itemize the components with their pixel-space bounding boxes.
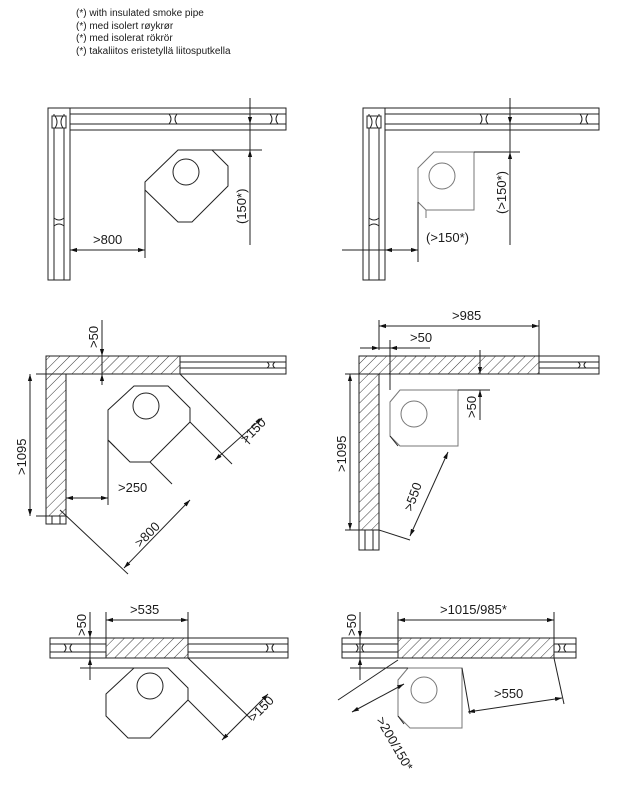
walls bbox=[358, 355, 600, 551]
d2-side-label: (>150*) bbox=[426, 230, 469, 245]
note-norwegian: (*) med isolert røykrør bbox=[76, 20, 174, 32]
note-english: (*) with insulated smoke pipe bbox=[76, 8, 204, 19]
d3-diag-small-label: >150 bbox=[238, 415, 269, 446]
diagram-5 bbox=[49, 612, 289, 741]
stove bbox=[105, 667, 189, 739]
d4-height-label: >1095 bbox=[334, 435, 349, 472]
corner-walls bbox=[47, 107, 287, 281]
corner-walls bbox=[362, 107, 600, 281]
d4-top-label: >50 bbox=[410, 330, 432, 345]
stove bbox=[417, 151, 475, 218]
d6-top-label: >50 bbox=[344, 614, 359, 636]
dimension-lines bbox=[80, 612, 269, 741]
walls bbox=[45, 355, 287, 525]
dimension-lines bbox=[70, 98, 262, 258]
d4-back-label: >50 bbox=[464, 396, 479, 418]
dimension-lines bbox=[345, 320, 540, 541]
note-swedish: (*) med isolerat rökrör bbox=[76, 33, 173, 44]
d3-side-label: >250 bbox=[118, 480, 147, 495]
diagram-4 bbox=[345, 320, 600, 551]
d6-width-label: >1015/985* bbox=[440, 602, 507, 617]
diagram-6 bbox=[337, 612, 577, 729]
dimension-lines bbox=[27, 320, 263, 575]
d3-top-label: >50 bbox=[86, 326, 101, 348]
dimension-lines bbox=[342, 98, 520, 262]
stove bbox=[397, 667, 463, 729]
note-finnish: (*) takaliitos eristetyllä liitosputkell… bbox=[76, 45, 231, 57]
notes: (*) with insulated smoke pipe (*) med is… bbox=[76, 8, 231, 58]
d6-diag-label: >550 bbox=[494, 686, 523, 701]
d3-diag-large-label: >800 bbox=[132, 519, 163, 550]
d5-diag-label: >150 bbox=[246, 693, 277, 724]
d2-back-label: (>150*) bbox=[494, 171, 509, 214]
diagram-2 bbox=[342, 98, 600, 281]
dimension-lines bbox=[337, 612, 565, 725]
stove bbox=[144, 149, 229, 223]
d3-height-label: >1095 bbox=[14, 438, 29, 475]
d4-diag-label: >550 bbox=[401, 480, 425, 513]
diagram-3 bbox=[27, 320, 287, 575]
d1-side-label: >800 bbox=[93, 232, 122, 247]
d4-width-label: >985 bbox=[452, 308, 481, 323]
stove bbox=[389, 389, 459, 447]
d5-width-label: >535 bbox=[130, 602, 159, 617]
d1-back-label: (150*) bbox=[234, 189, 249, 224]
walls bbox=[49, 637, 289, 659]
walls bbox=[341, 637, 577, 659]
dimension-labels: >800 (150*) (>150*) (>150*) >50 >1095 >1… bbox=[14, 171, 523, 773]
stove bbox=[107, 385, 191, 463]
d6-diag-front-label: >200/150* bbox=[373, 714, 416, 773]
diagram-1 bbox=[47, 98, 287, 281]
d5-top-label: >50 bbox=[74, 614, 89, 636]
